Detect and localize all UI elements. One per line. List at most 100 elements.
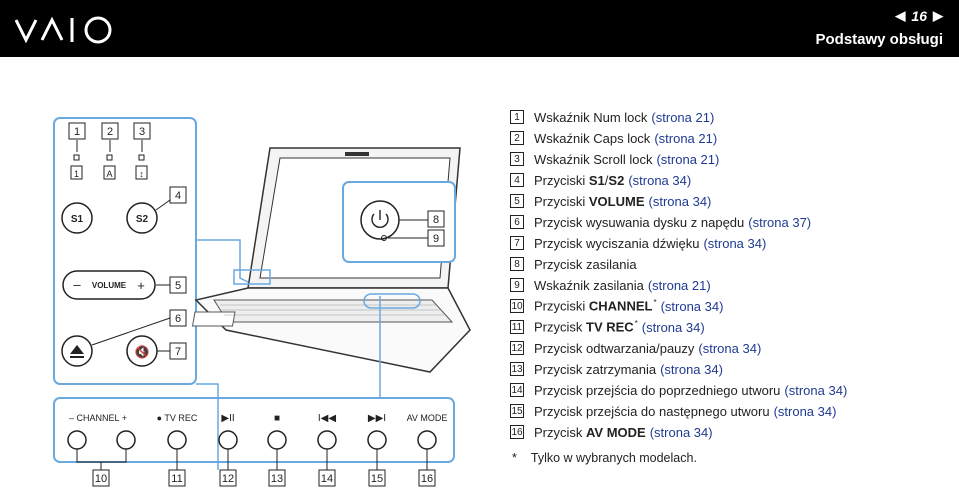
svg-text:S1: S1 [71,214,84,225]
item-number: 11 [510,320,524,334]
tv-rec-button [167,430,187,450]
item-text: Wskaźnik Caps lock [534,130,651,146]
page-reference-link[interactable]: (strona 34) [649,424,713,440]
svg-text:▶II: ▶II [221,413,234,424]
page-reference-link[interactable]: (strona 34) [784,382,848,398]
item-number: 5 [510,194,524,208]
arrow-left-icon[interactable]: ◀ [895,8,906,23]
item-label: Przyciski VOLUME [534,194,645,209]
item-text: Przycisk [534,319,586,335]
item-number: 12 [510,341,524,355]
next-track-button [367,430,387,450]
page-reference-link[interactable]: (strona 34) [698,340,762,356]
list-item: 14 Przycisk przejścia do poprzedniego utw… [510,380,847,400]
svg-text:9: 9 [433,233,439,245]
power-button [360,200,400,240]
svg-text:16: 16 [421,473,433,485]
s1-button: S1 [61,202,93,234]
item-number: 8 [510,257,524,271]
laptop-illustration: 1 2 3 1 A ↕ S1 S2 4 – VOLUME [53,117,471,487]
item-number: 3 [510,152,524,166]
svg-text:6: 6 [175,313,181,325]
list-item: 6 Przycisk wysuwania dysku z napędu(stron… [510,212,811,232]
page-reference-link[interactable]: (strona 37) [748,214,812,230]
svg-text:2: 2 [107,126,113,138]
callout-8: 8 [427,210,445,228]
page-reference-link[interactable]: (strona 21) [654,130,718,146]
svg-text:15: 15 [371,473,383,485]
page-reference-link[interactable]: (strona 21) [647,277,711,293]
item-label: Przyciski S1/S2 [534,173,624,188]
svg-text:VOLUME: VOLUME [92,281,127,290]
item-text: Przycisk wysuwania dysku z napędu [534,214,745,230]
page-reference-link[interactable]: (strona 34) [628,172,692,188]
item-number: 1 [510,110,524,124]
callout-7: 7 [169,342,187,360]
item-label: Przycisk przejścia do następnego utworu [534,404,770,419]
callout-10: 10 [92,469,110,487]
item-text: Przyciski [534,193,589,209]
page-reference-link[interactable]: (strona 34) [660,361,723,377]
callout-13: 13 [268,469,286,487]
s2-button: S2 [126,202,158,234]
callout-11: 11 [168,469,186,487]
caps-lock-icon: A [103,165,116,180]
callout-14: 14 [318,469,336,487]
page-reference-link[interactable]: (strona 21) [656,151,720,167]
page-reference-link[interactable]: (strona 34) [648,193,712,209]
svg-text:▶▶I: ▶▶I [368,413,386,424]
mute-button: 🔇 [126,335,158,367]
svg-text:–: – [73,277,81,292]
svg-text:4: 4 [175,190,181,202]
callout-2: 2 [101,122,119,140]
list-item: 5 Przyciski VOLUME(strona 34) [510,191,711,211]
svg-text:↕: ↕ [139,169,144,179]
page-reference-link[interactable]: (strona 34) [773,403,837,419]
page-reference-link[interactable]: (strona 21) [651,109,715,125]
list-item: 2 Wskaźnik Caps lock(strona 21) [510,128,717,148]
item-text: Przycisk zatrzymania [534,361,657,377]
item-text: Przycisk [534,424,586,440]
item-label: Przycisk AV MODE [534,425,646,440]
volume-button: – VOLUME + [62,270,156,300]
item-number: 14 [510,383,524,397]
item-number: 13 [510,362,524,376]
list-item: 13 Przycisk zatrzymania(strona 34) [510,359,723,379]
item-label: Przycisk wyciszania dźwięku [534,236,699,251]
item-number: 6 [510,215,524,229]
callout-9: 9 [427,229,445,247]
item-label: Wskaźnik Num lock [534,110,647,125]
page-reference-link[interactable]: (strona 34) [641,319,705,335]
page-reference-link[interactable]: (strona 34) [703,235,767,251]
svg-text:13: 13 [271,473,283,485]
item-text: Przyciski [534,298,589,314]
arrow-right-icon[interactable]: ▶ [933,8,943,23]
item-bold-text: VOLUME [588,193,645,209]
page-reference-link[interactable]: (strona 34) [660,298,724,314]
svg-text:5: 5 [175,280,181,292]
svg-text:14: 14 [321,473,333,485]
svg-text:3: 3 [139,126,145,138]
svg-text:I◀◀: I◀◀ [318,413,336,424]
footnote: *Tylko w wybranych modelach. [512,451,697,465]
list-item: 1 Wskaźnik Num lock (strona 21) [510,107,714,127]
list-item: 12 Przycisk odtwarzania/pauzy(strona 34) [510,338,761,358]
item-text: Przycisk odtwarzania/pauzy [534,340,695,356]
item-label: Przycisk TV REC* [534,319,638,334]
item-number: 2 [510,131,524,145]
item-bold-text: TV REC [586,319,634,335]
item-label: Wskaźnik zasilania [534,278,644,293]
vaio-logo [14,16,112,44]
channel-up-button [116,430,136,450]
item-text: Przycisk przejścia do poprzedniego utwor… [534,382,781,398]
callout-1: 1 [68,122,86,140]
page-number: 16 [911,8,927,24]
callout-5: 5 [169,276,187,294]
item-text: Przyciski [534,172,589,188]
channel-down-button [67,430,87,450]
